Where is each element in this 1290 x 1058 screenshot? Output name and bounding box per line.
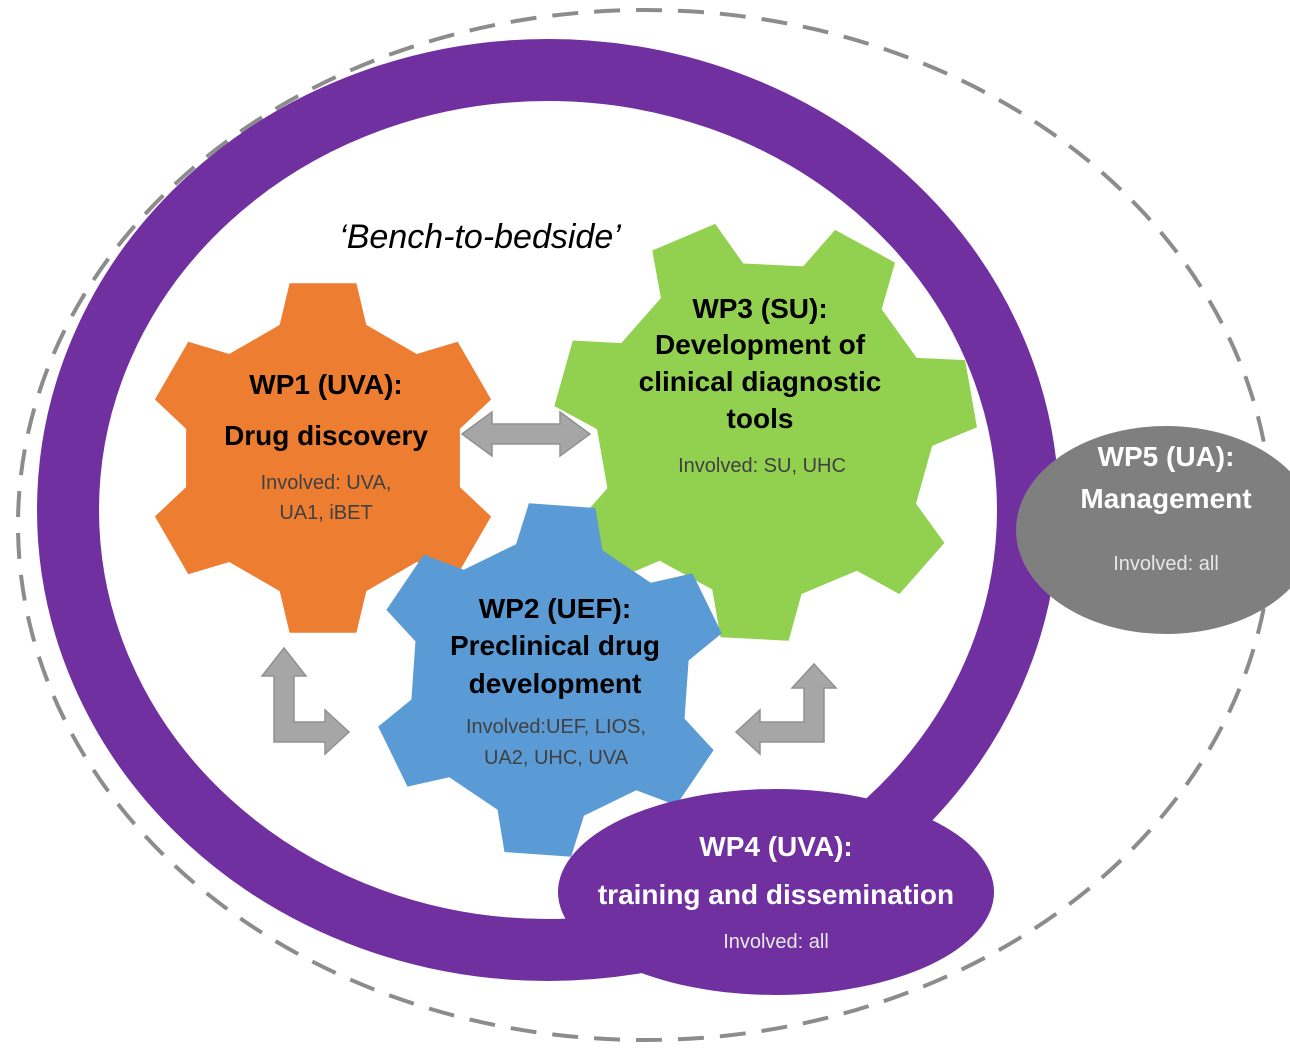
wp5-title: WP5 (UA): <box>1098 441 1235 472</box>
wp1-involved-line1: Involved: UVA, <box>261 472 392 494</box>
wp2-subtitle-line1: Preclinical drug <box>450 630 660 661</box>
wp2-gear-shape <box>378 503 722 857</box>
wp1-subtitle: Drug discovery <box>224 420 428 451</box>
wp3-involved: Involved: SU, UHC <box>678 455 846 477</box>
wp3-subtitle-line2: clinical diagnostic <box>639 366 882 397</box>
wp4-involved: Involved: all <box>723 931 829 953</box>
wp5-involved: Involved: all <box>1113 553 1219 575</box>
wp3-to-wp2-arrow <box>734 662 838 756</box>
wp4-title: WP4 (UVA): <box>699 831 852 862</box>
wp3-subtitle-line1: Development of <box>655 329 866 360</box>
wp3-gear-shape <box>554 223 977 641</box>
wp1-involved-line2: UA1, iBET <box>279 502 372 524</box>
wp5-oval <box>1016 426 1290 634</box>
wp5-subtitle: Management <box>1080 483 1251 514</box>
wp4-oval <box>558 789 994 995</box>
wp2-subtitle-line2: development <box>469 668 642 699</box>
wp4-subtitle: training and dissemination <box>598 879 954 910</box>
bench-to-bedside-label: ‘Bench-to-bedside’ <box>339 218 621 256</box>
wp1-title: WP1 (UVA): <box>249 369 402 400</box>
wp1-gear-shape <box>154 283 492 633</box>
wp1-gear <box>154 283 492 633</box>
wp3-title: WP3 (SU): <box>692 293 827 324</box>
wp2-involved-line2: UA2, UHC, UVA <box>484 747 629 769</box>
wp1-wp3-double-arrow <box>460 410 592 458</box>
wp2-title: WP2 (UEF): <box>479 593 631 624</box>
wp3-subtitle-line3: tools <box>727 403 794 434</box>
wp2-gear <box>378 503 722 857</box>
wp2-involved-line1: Involved:UEF, LIOS, <box>466 716 646 738</box>
wp1-to-wp2-arrow <box>260 646 351 756</box>
wp3-gear <box>554 223 977 641</box>
